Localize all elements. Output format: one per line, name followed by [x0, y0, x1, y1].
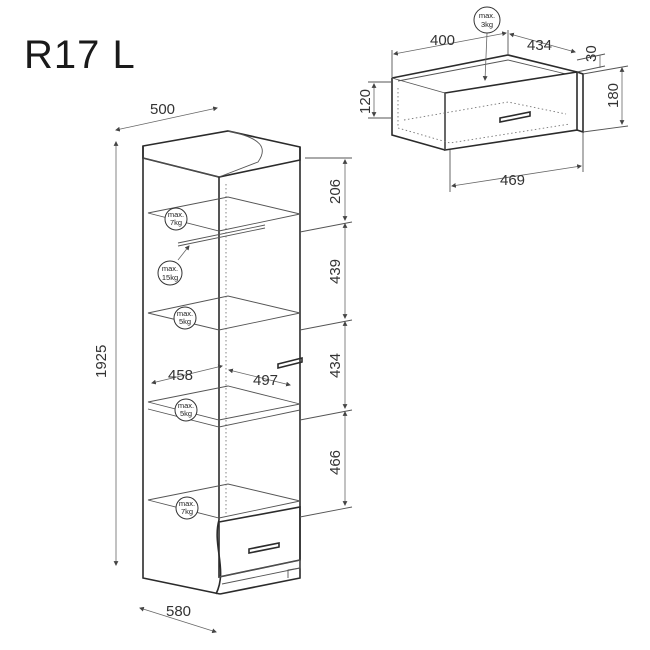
svg-text:max.: max. [179, 499, 195, 508]
load-badge-shelf-4: max. 7kg [175, 496, 199, 520]
shelf-3 [147, 385, 301, 428]
model-title: R17 L [24, 33, 136, 77]
dimension-height: 1925 [93, 141, 119, 566]
svg-text:7kg: 7kg [181, 507, 193, 516]
svg-text:max.: max. [168, 210, 184, 219]
drawer-detail [391, 54, 584, 151]
load-badge-shelf-2: max. 5kg [173, 306, 197, 330]
drawer-height-outer-label: 180 [605, 83, 622, 108]
dimension-shelf-width: 458 [151, 364, 223, 385]
drawer-front-width-label: 469 [500, 172, 525, 189]
load-badge-shelf-3: max. 5kg [174, 398, 198, 422]
svg-text:max.: max. [178, 401, 194, 410]
svg-text:5kg: 5kg [180, 409, 192, 418]
drawer-height-inner-label: 120 [357, 89, 374, 114]
section-2-label: 439 [327, 259, 344, 284]
shelf-1 [147, 196, 301, 232]
hanging-rail [177, 224, 266, 247]
svg-text:3kg: 3kg [481, 20, 493, 29]
dimension-depth-label: 500 [150, 101, 175, 118]
shelf-4 [147, 483, 301, 519]
drawer-depth-label: 434 [527, 37, 552, 54]
dimension-shelf-width-label: 458 [168, 367, 193, 384]
dimension-width-label: 580 [166, 603, 191, 620]
section-1-label: 206 [327, 179, 344, 204]
dimension-depth: 500 [115, 101, 218, 132]
dimension-shelf-depth-label: 497 [253, 372, 278, 389]
dimension-width: 580 [139, 603, 217, 634]
svg-text:15kg: 15kg [162, 273, 178, 282]
drawer-width-label: 400 [430, 32, 455, 49]
drawer-top-label: 30 [583, 45, 600, 62]
svg-text:max.: max. [177, 309, 193, 318]
svg-text:7kg: 7kg [170, 218, 182, 227]
svg-text:max.: max. [479, 11, 495, 20]
section-dimensions: 206 439 434 466 [299, 157, 353, 518]
section-3-label: 434 [327, 353, 344, 378]
dimension-shelf-depth: 497 [228, 368, 291, 389]
svg-text:5kg: 5kg [179, 317, 191, 326]
section-4-label: 466 [327, 450, 344, 475]
load-badge-drawer: max. 3kg [473, 6, 501, 81]
load-badge-shelf-top: max. 7kg [164, 207, 188, 231]
load-badge-rail: max. 15kg [157, 245, 190, 286]
cabinet [142, 130, 303, 595]
shelf-2 [147, 295, 301, 331]
drawer-dimensions: 400 434 30 180 120 469 [357, 30, 629, 192]
dimension-height-label: 1925 [93, 345, 110, 378]
svg-text:max.: max. [162, 264, 178, 273]
